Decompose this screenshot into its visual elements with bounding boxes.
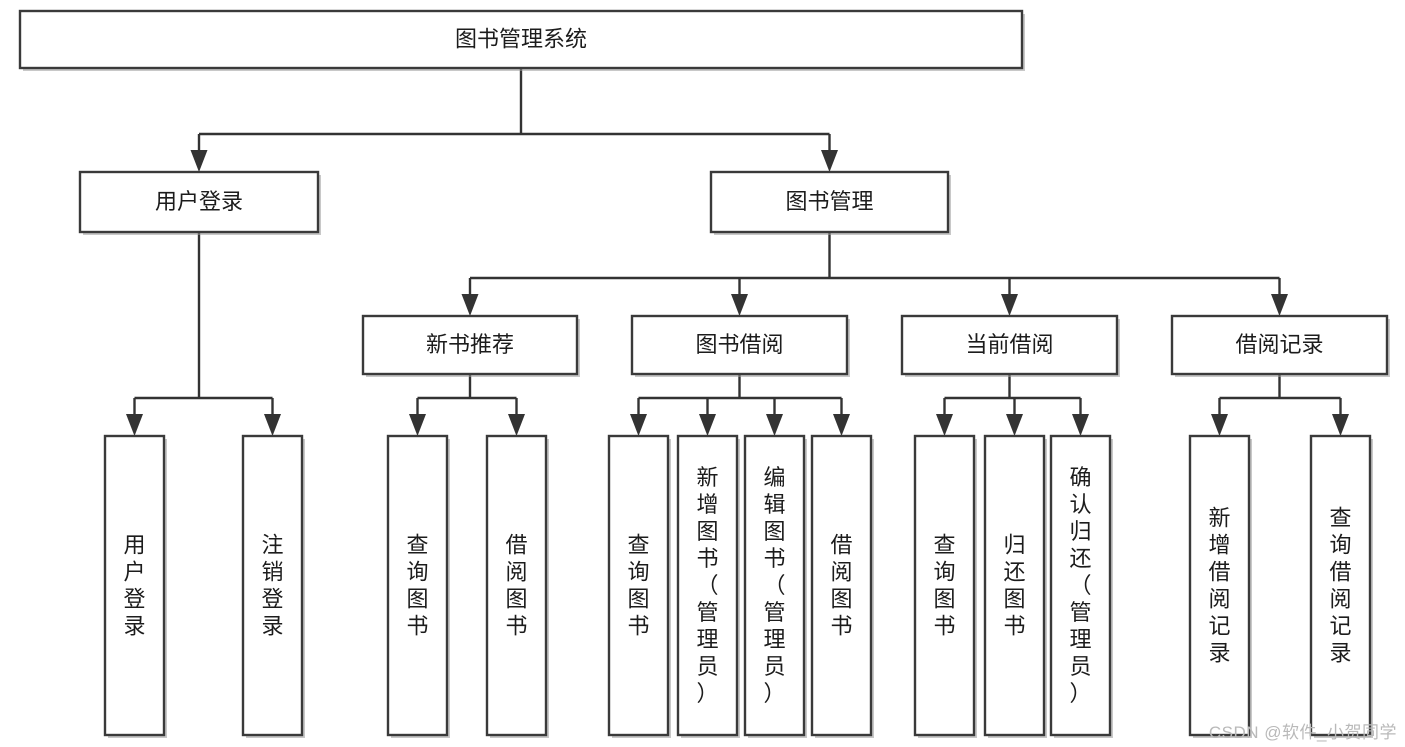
node-leaf-add-book[interactable]: 新增图书（管理员）	[676, 434, 740, 738]
node-box[interactable]	[630, 314, 849, 376]
node-box[interactable]	[709, 170, 950, 234]
node-box[interactable]	[103, 434, 166, 737]
node-label: 借阅图书	[830, 533, 852, 639]
node-label: 借阅记录	[1235, 332, 1323, 357]
node-label: 归还图书	[1003, 533, 1025, 639]
node-box[interactable]	[1170, 314, 1389, 376]
node-leaf-confirm-return[interactable]: 确认归还（管理员）	[1049, 434, 1113, 738]
node-leaf-return-book[interactable]: 归还图书	[983, 434, 1047, 738]
node-label: 借阅图书	[505, 533, 527, 639]
node-label: 新书推荐	[426, 332, 514, 357]
node-label: 查询图书	[933, 533, 955, 639]
node-label: 确认归还（管理员）	[1069, 465, 1091, 706]
node-label: 注销登录	[261, 533, 283, 639]
node-leaf-query-book-2[interactable]: 查询图书	[607, 434, 671, 738]
node-label: 查询图书	[627, 533, 649, 639]
node-layer: 图书管理系统用户登录图书管理新书推荐图书借阅当前借阅借阅记录用户登录注销登录查询…	[18, 9, 1390, 738]
node-label: 用户登录	[155, 189, 243, 214]
node-box[interactable]	[485, 434, 548, 737]
node-user-login[interactable]: 用户登录	[78, 170, 321, 235]
node-leaf-borrow-book-1[interactable]: 借阅图书	[485, 434, 549, 738]
node-label: 新增借阅记录	[1208, 506, 1230, 666]
node-label: 编辑图书（管理员）	[763, 465, 785, 706]
node-box[interactable]	[361, 314, 579, 376]
node-leaf-query-record[interactable]: 查询借阅记录	[1309, 434, 1373, 738]
node-label: 查询借阅记录	[1329, 506, 1351, 666]
node-new-book-rec[interactable]: 新书推荐	[361, 314, 580, 377]
node-box[interactable]	[913, 434, 976, 737]
node-box[interactable]	[743, 434, 806, 737]
node-label: 当前借阅	[965, 332, 1053, 357]
node-leaf-add-record[interactable]: 新增借阅记录	[1188, 434, 1252, 738]
node-leaf-edit-book[interactable]: 编辑图书（管理员）	[743, 434, 807, 738]
node-label: 新增图书（管理员）	[696, 465, 718, 706]
node-box[interactable]	[386, 434, 449, 737]
node-box[interactable]	[1309, 434, 1372, 737]
node-root[interactable]: 图书管理系统	[18, 9, 1025, 71]
node-box[interactable]	[18, 9, 1024, 70]
node-label: 查询图书	[406, 533, 428, 639]
node-box[interactable]	[810, 434, 873, 737]
node-book-borrow[interactable]: 图书借阅	[630, 314, 850, 377]
node-box[interactable]	[1049, 434, 1112, 737]
node-label: 图书管理系统	[455, 26, 587, 51]
node-box[interactable]	[676, 434, 739, 737]
node-leaf-query-book-1[interactable]: 查询图书	[386, 434, 450, 738]
node-borrow-record[interactable]: 借阅记录	[1170, 314, 1390, 377]
node-box[interactable]	[78, 170, 320, 234]
connector-layer	[126, 68, 1349, 436]
node-leaf-logout[interactable]: 注销登录	[241, 434, 305, 738]
node-label: 用户登录	[123, 533, 145, 639]
watermark-label: CSDN @软件_小贺同学	[1208, 723, 1397, 742]
node-leaf-user-login[interactable]: 用户登录	[103, 434, 167, 738]
node-leaf-query-book-3[interactable]: 查询图书	[913, 434, 977, 738]
node-box[interactable]	[1188, 434, 1251, 737]
node-box[interactable]	[900, 314, 1119, 376]
node-leaf-borrow-book-2[interactable]: 借阅图书	[810, 434, 874, 738]
node-box[interactable]	[607, 434, 670, 737]
node-current-borrow[interactable]: 当前借阅	[900, 314, 1120, 377]
node-book-manage[interactable]: 图书管理	[709, 170, 951, 235]
node-box[interactable]	[241, 434, 304, 737]
node-label: 图书借阅	[695, 332, 783, 357]
node-label: 图书管理	[785, 189, 873, 214]
node-box[interactable]	[983, 434, 1046, 737]
